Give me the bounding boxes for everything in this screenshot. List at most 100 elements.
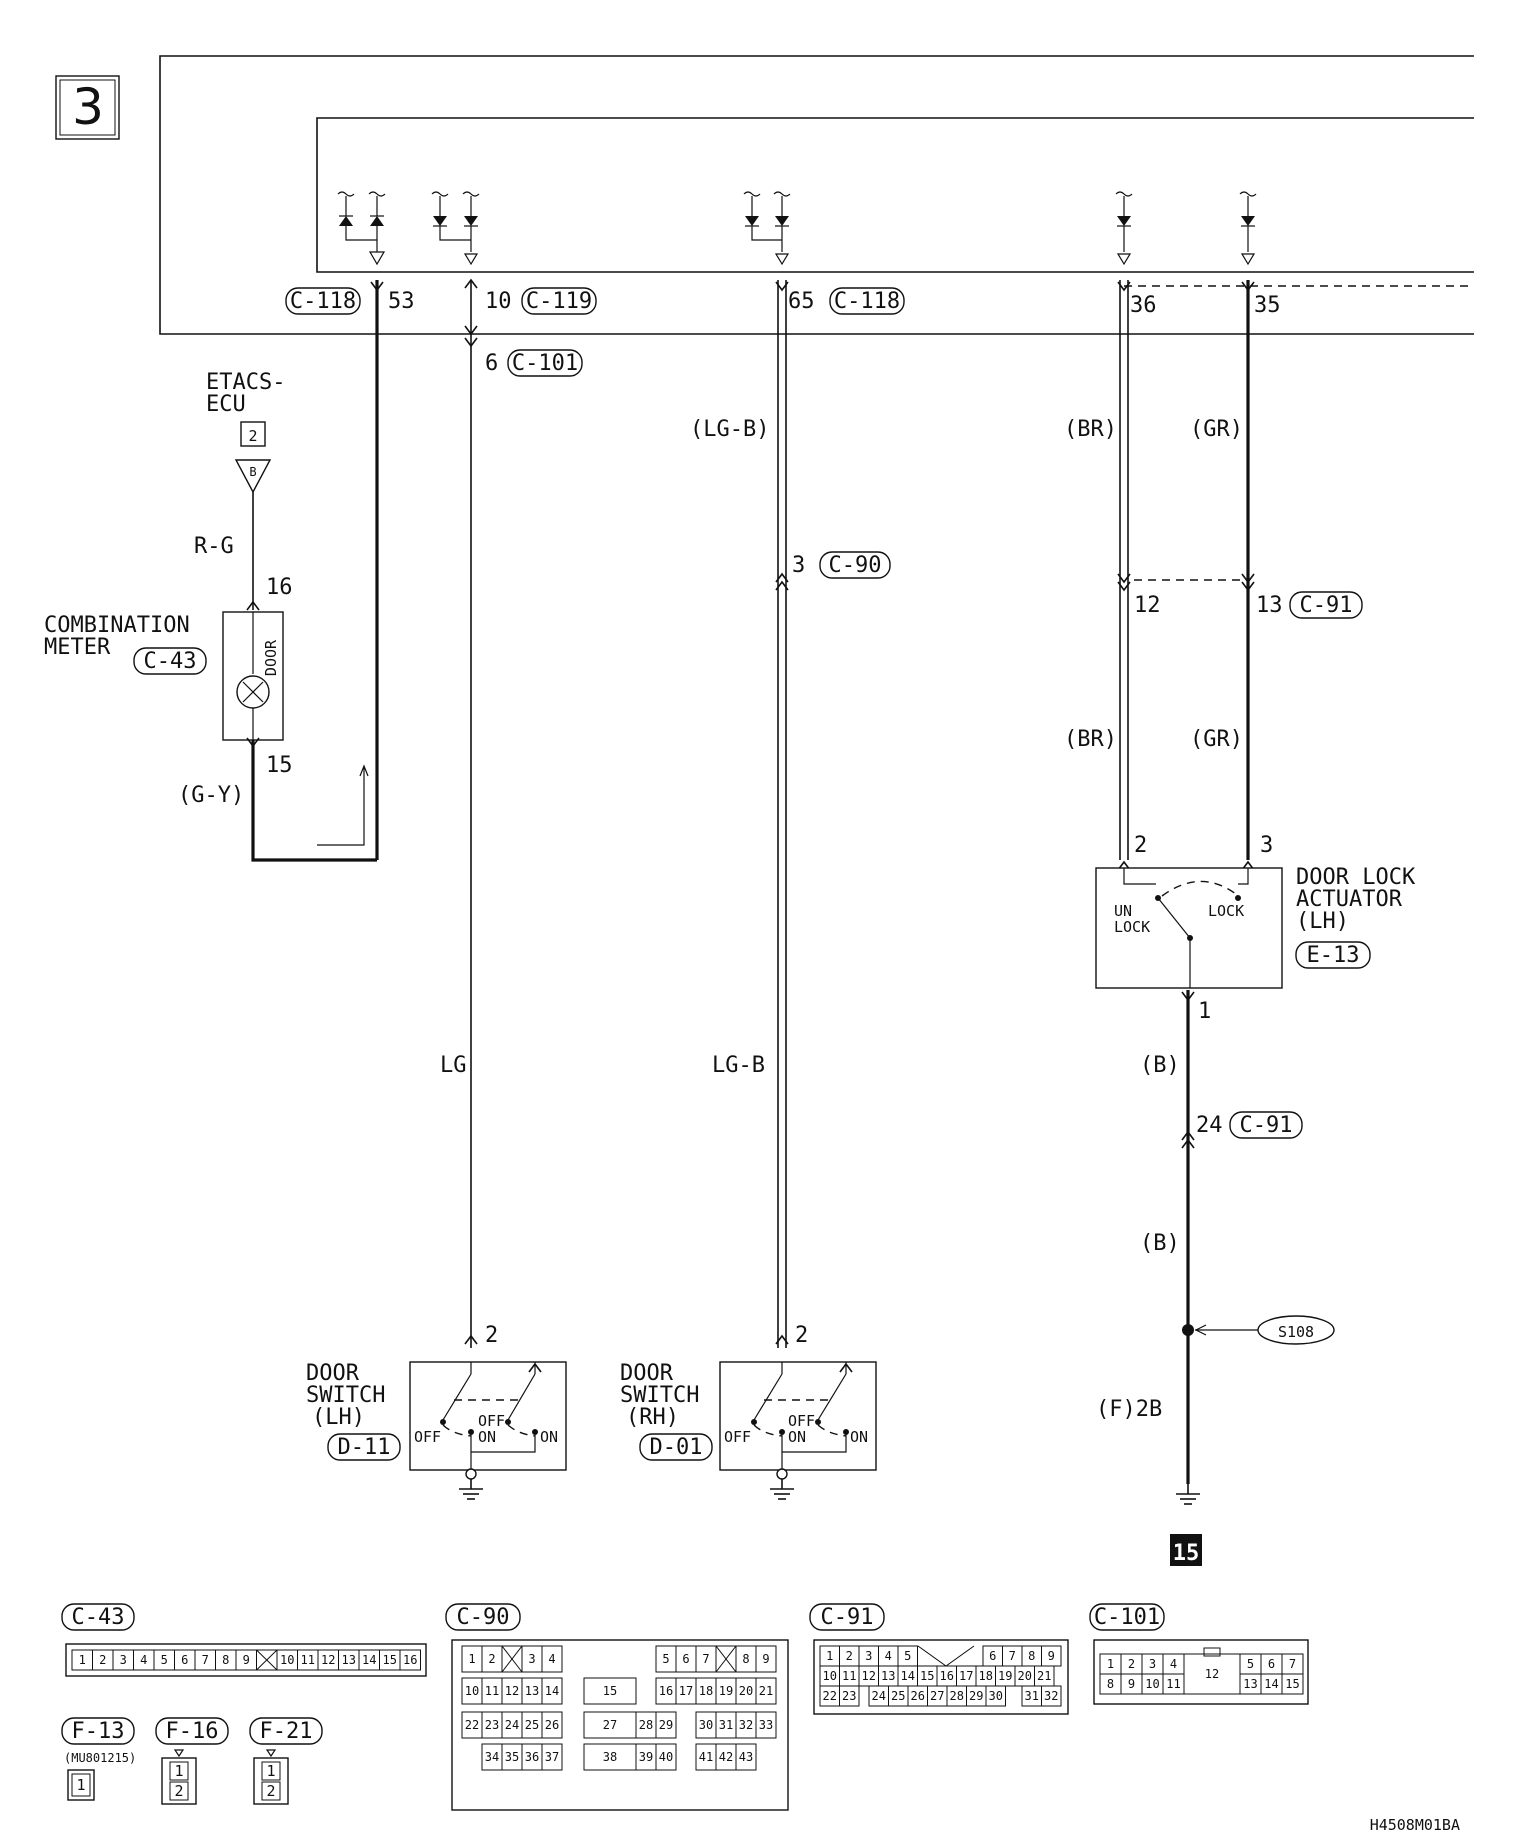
- svg-text:2: 2: [174, 1782, 183, 1800]
- svg-text:(LH): (LH): [1296, 909, 1349, 934]
- diagram-code: H4508M01BA: [1370, 1816, 1460, 1834]
- svg-text:C-118: C-118: [834, 289, 900, 314]
- connector-view-f16: F-16 1 2: [155, 1717, 229, 1805]
- connector-pin: 2: [846, 1649, 853, 1663]
- svg-text:ETACS-: ETACS-: [206, 370, 285, 395]
- connector-pin: 8: [222, 1653, 229, 1667]
- connector-pin: 20: [739, 1684, 753, 1698]
- wire-label-g-y: (G-Y): [178, 783, 244, 808]
- svg-text:15: 15: [1173, 1541, 1200, 1566]
- connector-pin: 14: [545, 1684, 559, 1698]
- connector-pin: 16: [940, 1669, 954, 1683]
- connector-pin: 14: [901, 1669, 915, 1683]
- connector-pin: 26: [545, 1718, 559, 1732]
- door-lock-actuator: 2 3 UN LOCK LOCK 1 DOOR LOCK ACTUATOR (L…: [1095, 833, 1416, 1024]
- wire-label-ground: (F)2B: [1096, 1397, 1162, 1422]
- ground-reference: 15: [1170, 1534, 1202, 1566]
- connector-pin: 38: [603, 1750, 617, 1764]
- connector-pin: 43: [739, 1750, 753, 1764]
- ecu-connector-c119-10: 10 C-119: [485, 287, 597, 315]
- svg-text:(MU801215): (MU801215): [64, 1751, 136, 1765]
- connector-pin: 14: [1264, 1677, 1278, 1691]
- connector-pin: 18: [699, 1684, 713, 1698]
- connector-pin: 19: [998, 1669, 1012, 1683]
- connector-view-f21: F-21 1 2: [249, 1717, 323, 1805]
- svg-text:1: 1: [266, 1762, 275, 1780]
- svg-text:(RH): (RH): [626, 1405, 679, 1430]
- connector-pin: 16: [659, 1684, 673, 1698]
- svg-text:C-101: C-101: [1094, 1605, 1160, 1630]
- svg-text:6: 6: [485, 351, 498, 376]
- svg-text:24: 24: [1196, 1113, 1223, 1138]
- connector-pin: 22: [465, 1718, 479, 1732]
- wire-label-lg: LG: [440, 1053, 467, 1078]
- connector-pin: 5: [161, 1653, 168, 1667]
- connector-pin: 7: [1009, 1649, 1016, 1663]
- connector-pin: 9: [243, 1653, 250, 1667]
- connector-pin: 2: [488, 1652, 495, 1666]
- connector-pin: 15: [920, 1669, 934, 1683]
- svg-text:OFF: OFF: [478, 1412, 505, 1430]
- svg-text:C-91: C-91: [821, 1605, 874, 1630]
- connector-pin: 21: [1037, 1669, 1051, 1683]
- door-switch-rh: DOOR SWITCH (RH) D-01 2 OFF OFF ON ON: [620, 1323, 877, 1500]
- connector-pin: 15: [1285, 1677, 1299, 1691]
- connector-pin: 14: [362, 1653, 376, 1667]
- connector-pin: 18: [979, 1669, 993, 1683]
- wire-label-b-bottom: (B): [1140, 1231, 1180, 1256]
- svg-text:OFF: OFF: [788, 1412, 815, 1430]
- connector-pin: 9: [762, 1652, 769, 1666]
- svg-text:C-43: C-43: [144, 649, 197, 674]
- svg-text:F-16: F-16: [166, 1719, 219, 1744]
- ecu-pin-36: 36: [1130, 293, 1157, 318]
- connector-c90: 3 C-90: [792, 551, 891, 579]
- svg-text:OFF: OFF: [414, 1428, 441, 1446]
- svg-text:C-91: C-91: [1300, 593, 1353, 618]
- wire-label-br-mid: (BR): [1064, 727, 1117, 752]
- svg-text:12: 12: [1134, 593, 1161, 618]
- connector-pin: 36: [525, 1750, 539, 1764]
- svg-text:S108: S108: [1278, 1323, 1314, 1341]
- connector-pin: 37: [545, 1750, 559, 1764]
- svg-text:1: 1: [1198, 999, 1211, 1024]
- connector-pin: 1: [826, 1649, 833, 1663]
- ecu-connector-c118-53: C-118 53: [285, 287, 415, 315]
- svg-text:3: 3: [1260, 833, 1273, 858]
- svg-text:DOOR: DOOR: [262, 639, 280, 676]
- svg-text:SWITCH: SWITCH: [620, 1383, 699, 1408]
- connector-pin: 30: [989, 1689, 1003, 1703]
- svg-text:COMBINATION: COMBINATION: [44, 613, 190, 638]
- svg-text:ON: ON: [850, 1428, 868, 1446]
- svg-text:2: 2: [266, 1782, 275, 1800]
- page-number-box: 3: [55, 75, 120, 140]
- svg-text:C-118: C-118: [290, 289, 356, 314]
- connector-pin: 15: [383, 1653, 397, 1667]
- connector-pin: 15: [603, 1684, 617, 1698]
- connector-pin: 12: [321, 1653, 335, 1667]
- etacs-ecu-reference: ETACS- ECU 2 B R-G: [194, 370, 285, 610]
- connector-pin: 7: [702, 1652, 709, 1666]
- connector-pin: 10: [465, 1684, 479, 1698]
- connector-pin: 21: [759, 1684, 773, 1698]
- connector-pin: 31: [1025, 1689, 1039, 1703]
- ecu-pin-35: 35: [1254, 293, 1281, 318]
- connector-pin: 8: [1107, 1677, 1114, 1691]
- svg-text:2: 2: [248, 427, 257, 445]
- svg-text:(LH): (LH): [312, 1405, 365, 1430]
- ecu-internal-circuit: [337, 191, 1257, 266]
- connector-pin: 29: [659, 1718, 673, 1732]
- connector-pin: 8: [742, 1652, 749, 1666]
- connector-pin: 13: [525, 1684, 539, 1698]
- wire-label-gr-top: (GR): [1190, 417, 1243, 442]
- connector-pin: 7: [1289, 1657, 1296, 1671]
- connector-pin: 17: [679, 1684, 693, 1698]
- connector-pin: 13: [342, 1653, 356, 1667]
- connector-pin: 30: [699, 1718, 713, 1732]
- svg-text:F-13: F-13: [72, 1719, 125, 1744]
- connector-pin: 12: [505, 1684, 519, 1698]
- connector-pin: 24: [872, 1689, 886, 1703]
